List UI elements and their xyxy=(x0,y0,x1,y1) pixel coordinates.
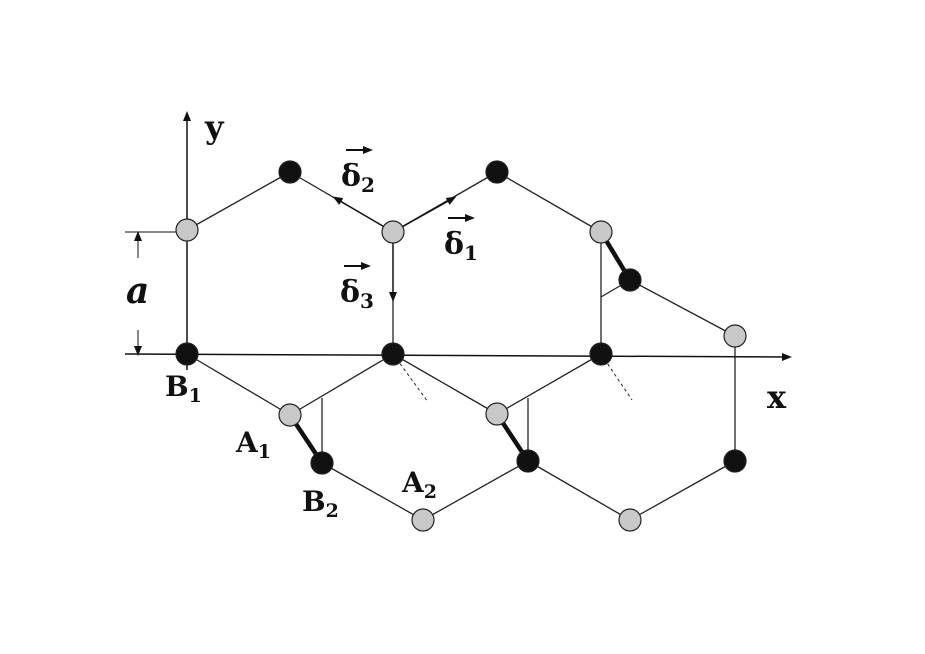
atom-b xyxy=(278,160,302,184)
bond xyxy=(496,171,602,233)
vector-label-delta2: δ2 xyxy=(341,146,375,197)
vector-label-delta3: δ3 xyxy=(340,262,374,313)
highlighted-bonds xyxy=(288,230,632,465)
bond xyxy=(392,353,498,415)
bond xyxy=(186,353,291,416)
spacing-label: a xyxy=(126,270,149,312)
delta3-symbol: δ xyxy=(340,275,360,310)
delta1-symbol: δ xyxy=(444,227,464,262)
bond xyxy=(422,460,529,521)
atom-label-a1: A1 xyxy=(235,426,271,463)
atom-b xyxy=(310,451,334,475)
atom-b xyxy=(175,342,199,366)
atom-label-a2: A2 xyxy=(401,466,437,503)
atom-label-b2: B2 xyxy=(302,485,339,522)
bonds xyxy=(186,171,736,521)
atom-a xyxy=(411,508,435,532)
x-axis xyxy=(124,352,792,361)
atom-b xyxy=(516,449,540,473)
vector-label-delta1: δ1 xyxy=(444,214,478,265)
y-axis-label: y xyxy=(204,108,225,146)
atom-label-b1: B1 xyxy=(165,370,202,407)
bond xyxy=(186,171,291,231)
bond xyxy=(527,460,631,521)
atom-b xyxy=(723,449,747,473)
atom-a xyxy=(618,508,642,532)
atom-a xyxy=(723,324,747,348)
x-axis-label: x xyxy=(767,378,787,416)
atom-b xyxy=(589,342,613,366)
bond xyxy=(629,279,736,337)
atom-a xyxy=(175,218,199,242)
delta3-sub: 3 xyxy=(360,289,374,313)
bond xyxy=(321,462,424,521)
svg-text:δ2: δ2 xyxy=(341,159,375,197)
atom-a xyxy=(381,220,405,244)
svg-text:δ3: δ3 xyxy=(340,275,374,313)
bond xyxy=(289,353,394,416)
bond xyxy=(629,460,736,521)
atom-b xyxy=(381,342,405,366)
svg-text:δ1: δ1 xyxy=(444,227,478,265)
delta1-sub: 1 xyxy=(464,241,478,265)
atom-a xyxy=(278,403,302,427)
atoms xyxy=(175,160,747,532)
atom-b xyxy=(485,160,509,184)
dashed-lines xyxy=(392,353,633,403)
dashed-line xyxy=(392,353,429,403)
delta2-symbol: δ xyxy=(341,159,361,194)
atom-a xyxy=(485,402,509,426)
atom-a xyxy=(589,220,613,244)
bond xyxy=(496,353,602,415)
delta2-sub: 2 xyxy=(361,173,375,197)
axes xyxy=(124,111,792,370)
atom-b xyxy=(618,268,642,292)
